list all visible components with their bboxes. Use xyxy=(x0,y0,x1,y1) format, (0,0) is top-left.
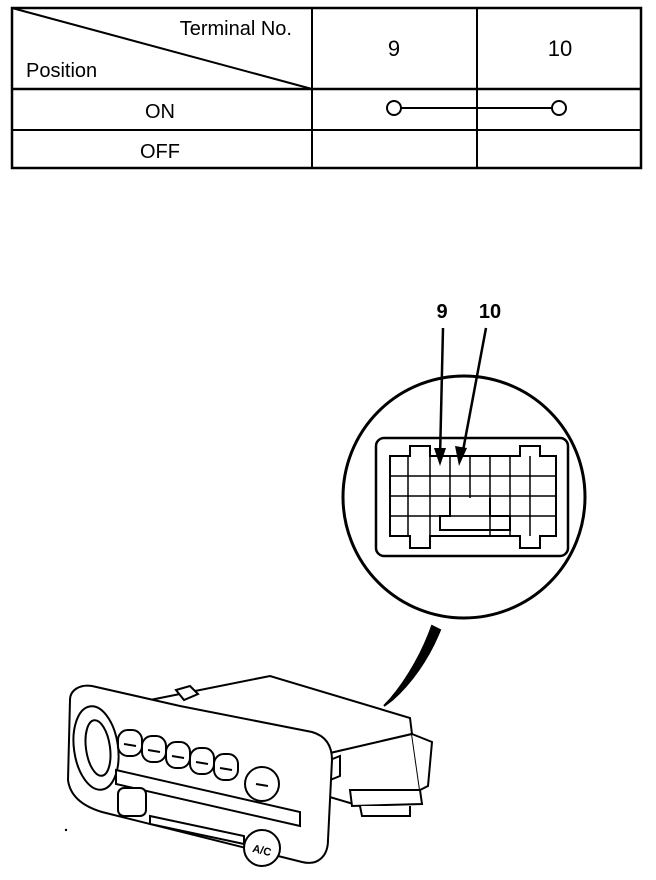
callout-9: 9 xyxy=(436,301,447,323)
arrow-terminal-10 xyxy=(460,327,488,457)
switch-continuity-table: Terminal No. Position 9 10 ON OFF xyxy=(10,6,643,170)
magnifier-pointer xyxy=(383,624,442,707)
connector-face xyxy=(374,436,570,558)
magnifier-circle xyxy=(341,374,587,620)
arrow-terminal-9 xyxy=(438,327,445,459)
position-off-label: OFF xyxy=(140,141,180,163)
terminal-header-10: 10 xyxy=(548,36,572,61)
terminal-9-marker xyxy=(386,100,402,116)
header-terminal-label: Terminal No. xyxy=(180,18,292,40)
ac-button-label: A/C xyxy=(251,843,272,859)
position-on-label: ON xyxy=(145,101,175,123)
terminal-10-marker xyxy=(551,100,567,116)
speck xyxy=(64,828,68,832)
terminal-header-9: 9 xyxy=(388,36,400,61)
header-position-label: Position xyxy=(26,60,97,82)
header-diagonal xyxy=(11,7,313,90)
climate-control-unit xyxy=(66,674,434,867)
callout-10: 10 xyxy=(479,301,501,323)
